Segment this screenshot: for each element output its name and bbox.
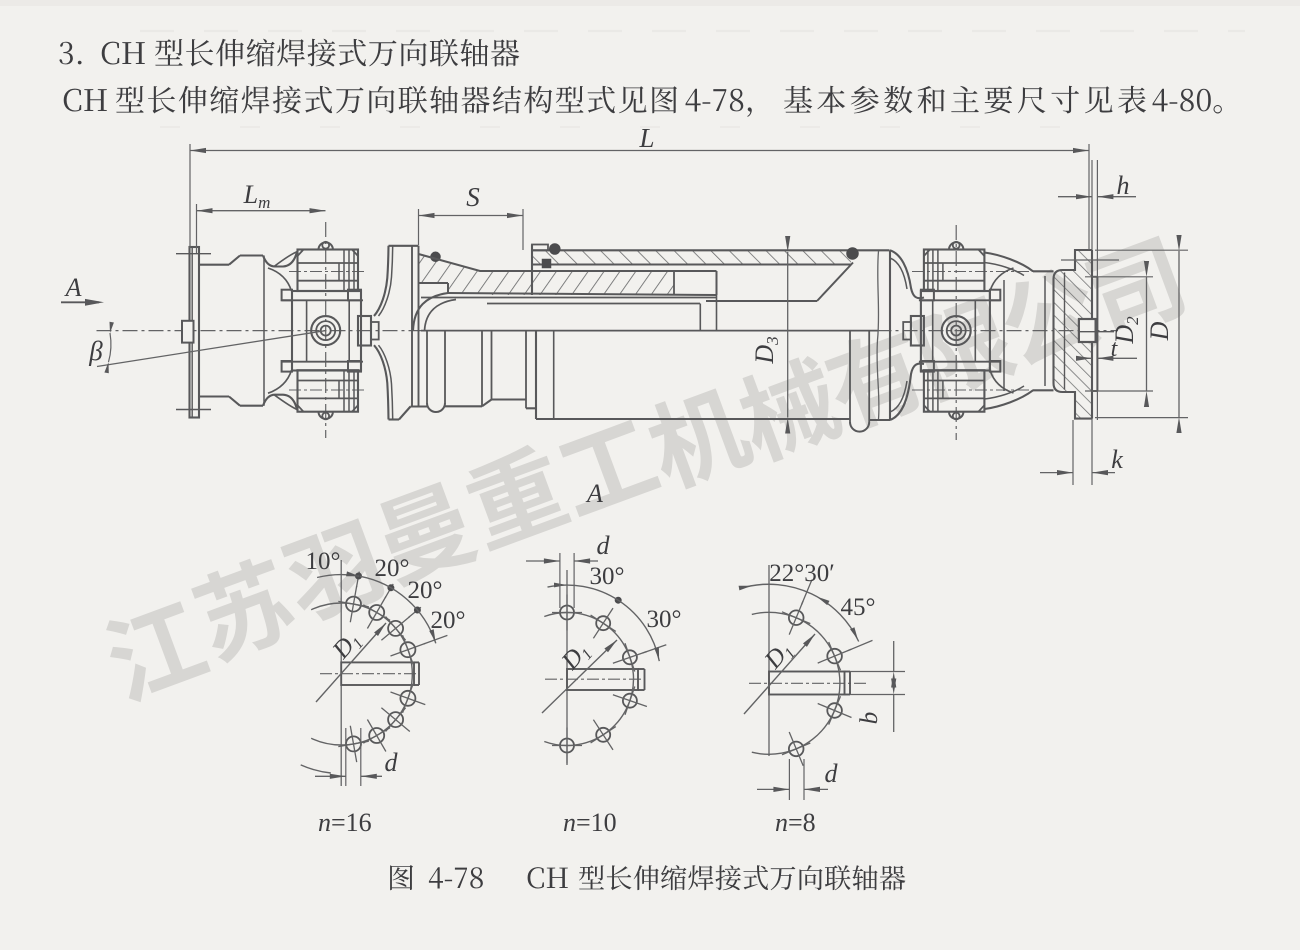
svg-text:d: d [385, 748, 399, 777]
svg-text:45°: 45° [841, 594, 876, 621]
svg-text:h: h [1117, 171, 1130, 200]
svg-text:d: d [597, 531, 611, 560]
svg-text:L: L [638, 123, 654, 153]
svg-text:D: D [1145, 321, 1174, 341]
svg-text:20°: 20° [431, 607, 466, 634]
svg-text:n=16: n=16 [318, 808, 372, 837]
svg-text:n=10: n=10 [563, 808, 617, 837]
svg-text:β: β [88, 336, 103, 366]
svg-text:n=8: n=8 [775, 808, 816, 837]
svg-text:10°: 10° [306, 548, 341, 575]
svg-text:20°: 20° [375, 555, 410, 582]
svg-text:22°30′: 22°30′ [769, 560, 834, 587]
svg-text:30°: 30° [590, 563, 625, 590]
svg-text:20°: 20° [408, 577, 443, 604]
svg-text:Lm: Lm [243, 180, 271, 212]
svg-text:t: t [1111, 336, 1119, 362]
svg-text:d: d [825, 759, 839, 788]
svg-text:30°: 30° [647, 606, 682, 633]
svg-text:A: A [585, 479, 603, 508]
svg-text:k: k [1111, 445, 1123, 474]
svg-text:A: A [64, 273, 82, 302]
svg-text:S: S [466, 182, 480, 212]
svg-text:b: b [856, 712, 883, 725]
